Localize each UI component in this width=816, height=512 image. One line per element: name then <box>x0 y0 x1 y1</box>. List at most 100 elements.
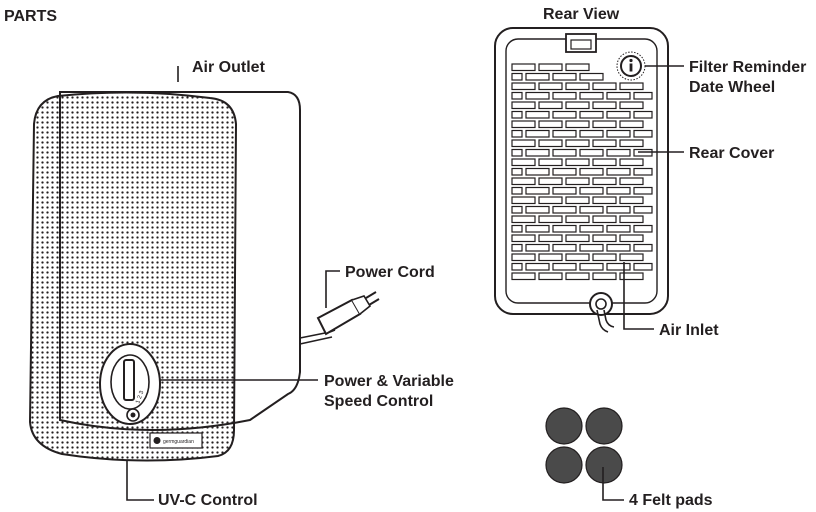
vent-slot <box>619 234 644 243</box>
vent-slot <box>552 167 577 176</box>
knob-markings: 1 2 3 <box>135 389 145 404</box>
vent-slot <box>511 63 536 72</box>
rear-vent-slots <box>511 63 653 281</box>
vent-slot <box>538 82 563 91</box>
vent-slot <box>579 72 604 81</box>
vent-slot <box>538 234 563 243</box>
felt-pad <box>585 407 623 445</box>
vent-slot <box>552 72 577 81</box>
vent-slot <box>633 129 653 138</box>
label-rear-cover: Rear Cover <box>689 145 774 162</box>
vent-slot <box>606 186 631 195</box>
vent-slot <box>592 196 617 205</box>
label-power-speed-line2: Speed Control <box>324 393 433 410</box>
vent-slot <box>511 148 523 157</box>
vent-slot <box>565 139 590 148</box>
vent-slot <box>565 215 590 224</box>
vent-slot <box>552 243 577 252</box>
vent-slot <box>579 148 604 157</box>
vent-slot <box>619 101 644 110</box>
label-air-outlet: Air Outlet <box>192 59 266 76</box>
vent-slot <box>619 82 644 91</box>
vent-slot <box>511 177 536 186</box>
leader-air-inlet <box>623 262 654 330</box>
vent-slot <box>511 243 523 252</box>
vent-slot <box>511 215 536 224</box>
vent-slot <box>538 177 563 186</box>
vent-slot <box>552 129 577 138</box>
vent-slot <box>565 82 590 91</box>
vent-slot <box>606 148 631 157</box>
vent-slot <box>552 262 577 271</box>
vent-slot <box>633 91 653 100</box>
vent-slot <box>619 120 644 129</box>
vent-slot <box>511 262 523 271</box>
vent-slot <box>511 82 536 91</box>
vent-slot <box>619 215 644 224</box>
vent-slot <box>592 101 617 110</box>
brand-logo-text: germguardian <box>163 439 194 445</box>
felt-pads <box>545 407 623 484</box>
vent-slot <box>525 205 550 214</box>
vent-slot <box>592 158 617 167</box>
vent-slot <box>592 120 617 129</box>
vent-slot <box>538 120 563 129</box>
vent-slot <box>565 196 590 205</box>
vent-slot <box>633 224 653 233</box>
vent-slot <box>511 120 536 129</box>
vent-slot <box>606 129 631 138</box>
filter-reminder-wheel <box>616 51 646 81</box>
label-air-inlet: Air Inlet <box>659 322 719 339</box>
vent-slot <box>606 224 631 233</box>
vent-slot <box>525 129 550 138</box>
power-cord <box>299 291 380 345</box>
rear-view-title: Rear View <box>543 6 620 23</box>
vent-slot <box>525 91 550 100</box>
vent-slot <box>606 110 631 119</box>
felt-pad <box>545 407 583 445</box>
vent-slot <box>538 272 563 281</box>
vent-slot <box>565 234 590 243</box>
label-power-speed-line1: Power & Variable <box>324 373 454 390</box>
vent-slot <box>511 167 523 176</box>
vent-slot <box>565 253 590 262</box>
vent-slot <box>633 110 653 119</box>
vent-slot <box>579 110 604 119</box>
vent-slot <box>538 139 563 148</box>
vent-slot <box>511 272 536 281</box>
vent-slot <box>552 186 577 195</box>
vent-slot <box>579 167 604 176</box>
vent-slot <box>633 262 653 271</box>
brand-badge: germguardian <box>149 432 203 449</box>
label-filter-reminder-line1: Filter Reminder <box>689 59 806 76</box>
vent-slot <box>525 72 550 81</box>
vent-slot <box>592 177 617 186</box>
vent-slot <box>579 205 604 214</box>
uvc-button <box>126 408 140 422</box>
vent-slot <box>525 224 550 233</box>
vent-slot <box>552 224 577 233</box>
vent-slot <box>606 205 631 214</box>
vent-slot <box>525 243 550 252</box>
vent-slot <box>565 63 590 72</box>
vent-slot <box>592 215 617 224</box>
vent-slot <box>511 72 523 81</box>
vent-slot <box>592 139 617 148</box>
vent-slot <box>619 177 644 186</box>
vent-slot <box>565 158 590 167</box>
label-uvc-control: UV-C Control <box>158 492 258 509</box>
vent-slot <box>579 262 604 271</box>
vent-slot <box>592 253 617 262</box>
vent-slot <box>579 186 604 195</box>
vent-slot <box>633 186 653 195</box>
vent-slot <box>579 91 604 100</box>
vent-slot <box>538 215 563 224</box>
vent-slot <box>552 91 577 100</box>
vent-slot <box>619 158 644 167</box>
vent-slot <box>538 101 563 110</box>
vent-slot <box>511 224 523 233</box>
vent-slot <box>606 167 631 176</box>
label-felt-pads: 4 Felt pads <box>629 492 713 509</box>
vent-slot <box>592 82 617 91</box>
